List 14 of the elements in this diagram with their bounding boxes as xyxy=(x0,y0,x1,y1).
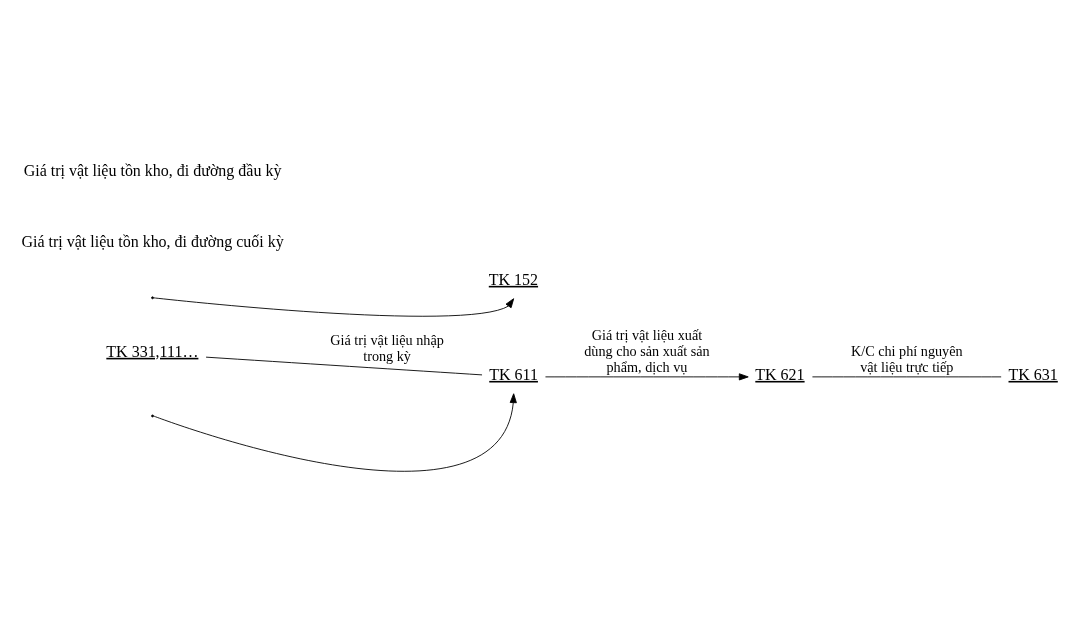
edge-label: Giá trị vật liệu nhập trong kỳ xyxy=(330,331,444,364)
node-text: TK 621 xyxy=(755,365,805,383)
arrow xyxy=(153,393,517,472)
edge-label: Giá trị vật liệu xuất dùng cho sản xuất sản phẩm, dịch vụ xyxy=(584,327,710,376)
node-text: TK 331,111… xyxy=(106,342,199,360)
label: Giá trị vật liệu tồn kho, đi đường cuối kỳ xyxy=(21,232,284,250)
node-text: TK 631 xyxy=(1008,365,1058,383)
arrow xyxy=(545,373,749,381)
node-text: TK 152 xyxy=(488,270,539,288)
connector xyxy=(205,356,483,376)
node-text: TK 611 xyxy=(489,365,538,383)
label: Giá trị vật liệu tồn kho, đi đường đầu kỳ xyxy=(23,162,282,180)
arrow xyxy=(153,297,515,317)
edge-label: K/C chi phí nguyên vật liệu trực tiếp xyxy=(850,343,963,376)
